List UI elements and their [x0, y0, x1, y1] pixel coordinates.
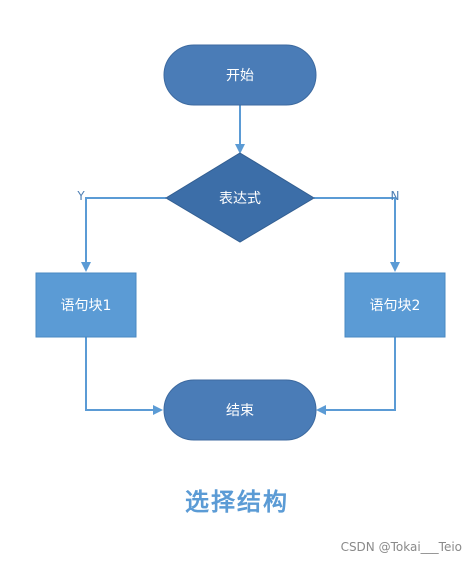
- branch-label-yes: Y: [76, 189, 85, 203]
- condition-node: 表达式: [165, 152, 315, 243]
- edge-condition-to-block2: [314, 197, 400, 272]
- diagram-title: 选择结构: [185, 488, 289, 516]
- edge-condition-to-block1: [81, 197, 166, 272]
- block1-node-label: 语句块1: [61, 298, 112, 314]
- edge-block1-to-end: [85, 337, 163, 415]
- end-node: 结束: [163, 379, 317, 441]
- watermark: CSDN @Tokai___Teio: [340, 540, 462, 554]
- start-node-label: 开始: [226, 68, 254, 84]
- block1-node: 语句块1: [35, 272, 137, 338]
- block2-node: 语句块2: [344, 272, 446, 338]
- end-node-label: 结束: [226, 403, 254, 419]
- branch-label-no: N: [391, 189, 400, 203]
- block2-node-label: 语句块2: [370, 298, 421, 314]
- edge-block2-to-end: [316, 337, 396, 415]
- condition-node-label: 表达式: [219, 191, 261, 207]
- start-node: 开始: [163, 44, 317, 106]
